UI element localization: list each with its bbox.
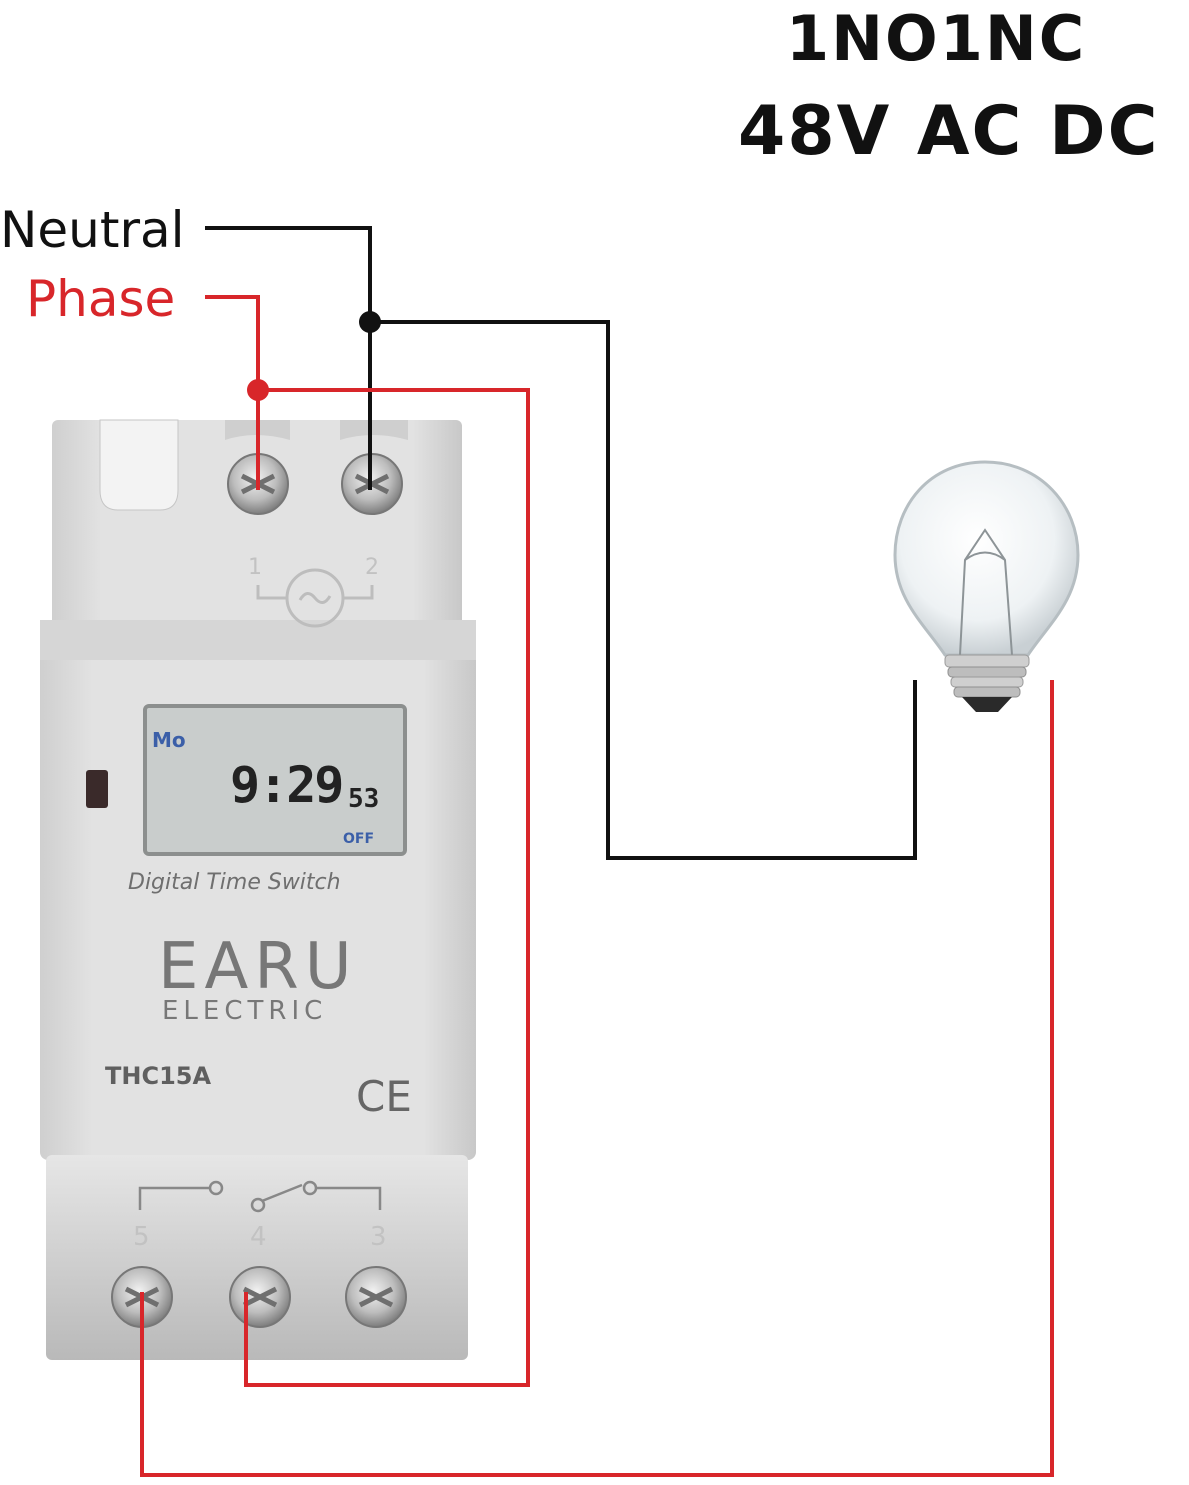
terminal-number-2: 2	[365, 555, 379, 580]
top-slot	[99, 419, 179, 511]
status-led	[86, 770, 108, 808]
brand-logo: EARU	[158, 930, 358, 1004]
terminal-number-3: 3	[370, 1222, 387, 1252]
lcd-seconds: 53	[348, 784, 380, 814]
terminal-number-5: 5	[133, 1222, 150, 1252]
neutral-label: Neutral	[0, 201, 185, 259]
relay-contact-icon	[138, 1180, 382, 1213]
bottom-terminal-block	[46, 1155, 468, 1360]
lcd-time: 9:29	[230, 756, 344, 814]
terminal-number-1: 1	[248, 555, 262, 580]
terminal-screw-icon	[229, 1266, 291, 1328]
lcd-screen	[143, 704, 407, 856]
voltage-rating-label: 48V AC DC	[738, 92, 1160, 171]
phase-wire	[140, 295, 1054, 1477]
top-slot	[340, 420, 408, 440]
lcd-day: Mo	[152, 728, 186, 752]
neutral-wire	[205, 226, 917, 860]
contact-config-label: 1NO1NC	[786, 2, 1087, 75]
terminal-number-4: 4	[250, 1222, 267, 1252]
ac-supply-icon	[256, 568, 374, 628]
lcd-state: OFF	[343, 831, 375, 847]
model-number: THC15A	[105, 1062, 212, 1090]
phase-label: Phase	[26, 270, 176, 328]
neutral-junction-dot	[359, 311, 381, 333]
brand-subtitle: ELECTRIC	[162, 996, 328, 1026]
panel-rim	[40, 620, 476, 660]
terminal-screw-icon	[345, 1266, 407, 1328]
product-name: Digital Time Switch	[128, 870, 341, 895]
light-bulb-icon	[893, 460, 1080, 712]
phase-junction-dot	[247, 379, 269, 401]
ce-mark: CE	[356, 1072, 412, 1121]
